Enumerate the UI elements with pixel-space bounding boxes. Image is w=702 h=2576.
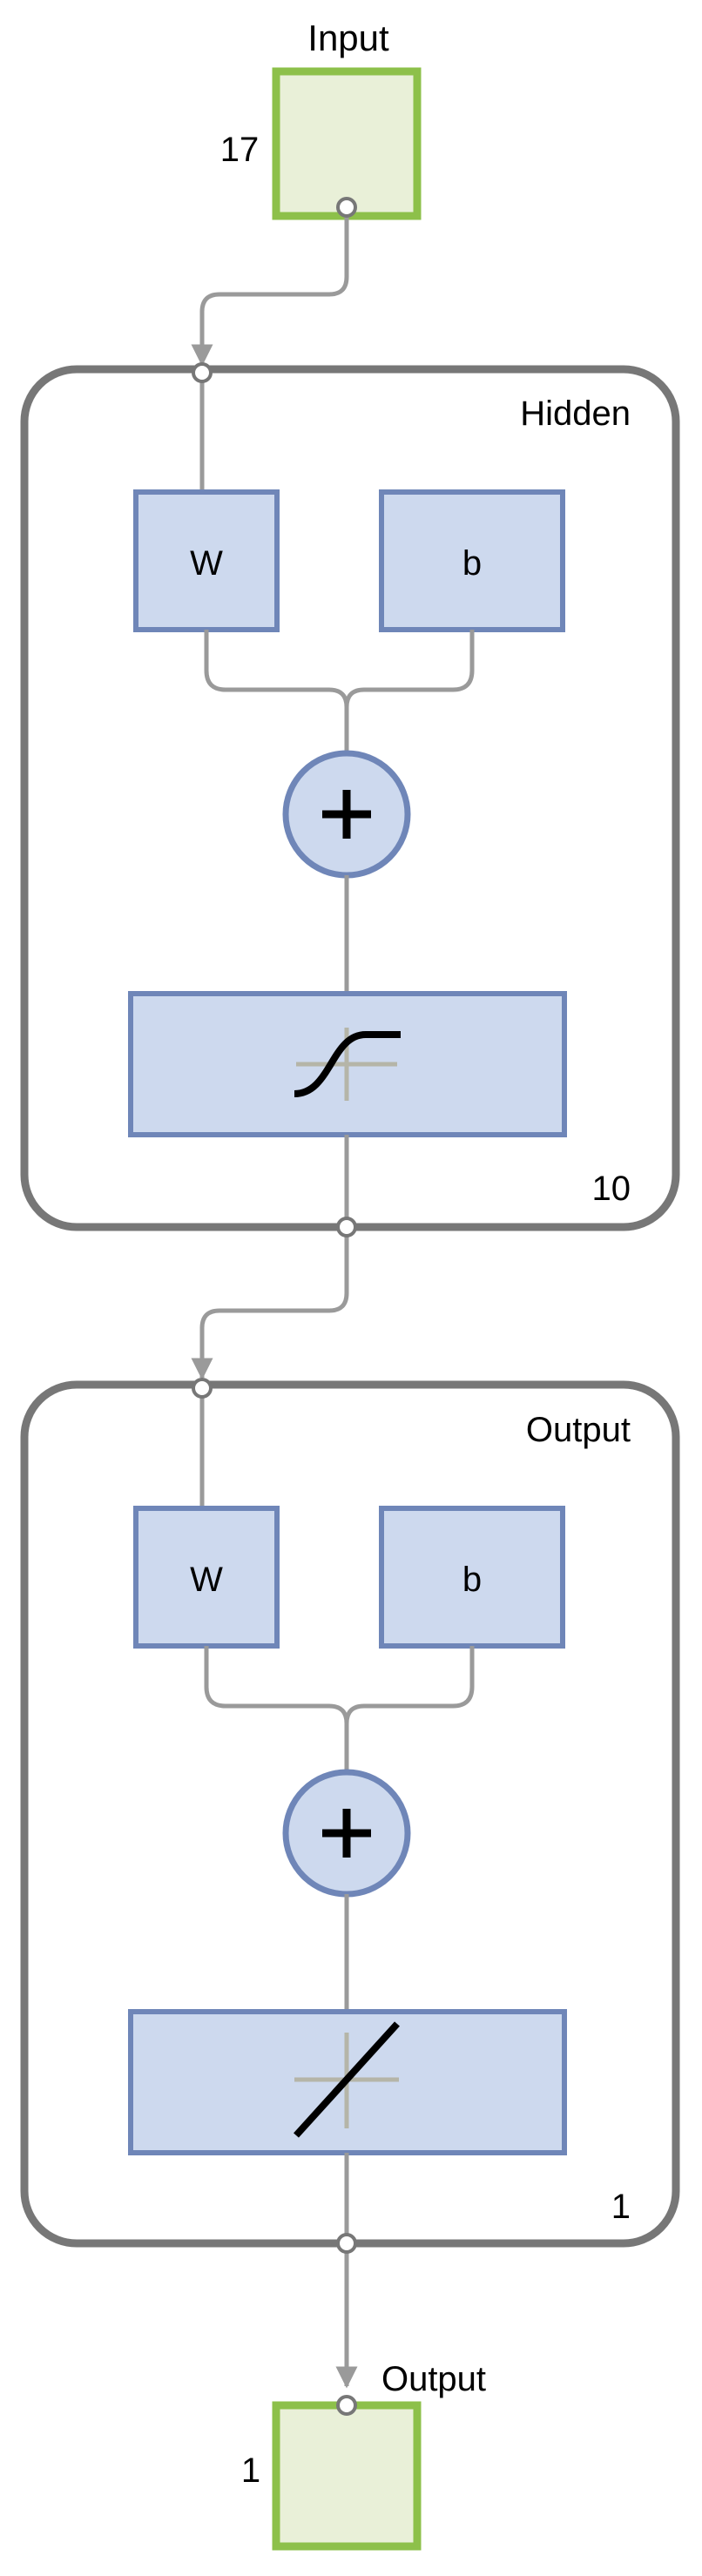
output-node: [272, 2401, 422, 2551]
output-size: 1: [241, 2451, 260, 2490]
hidden-bias-to-sum-wire: [344, 630, 475, 708]
output-layer-size: 1: [611, 2188, 631, 2226]
output-port: [336, 2395, 357, 2416]
output-layer-input-port: [192, 1378, 213, 1399]
output-layer-title: Output: [526, 1411, 631, 1449]
hidden-output-port: [336, 1217, 357, 1237]
output-bias-to-sum-wire: [344, 1646, 475, 1724]
hidden-weight-label: W: [190, 544, 223, 583]
hidden-layer-size: 10: [592, 1170, 631, 1208]
plus-icon: [322, 790, 371, 839]
output-weight-block: [133, 1506, 280, 1649]
sigmoid-icon: [294, 1028, 401, 1101]
input-title: Input: [307, 17, 389, 58]
hidden-weight-block: [133, 489, 280, 632]
hidden-layer-title: Hidden: [520, 394, 631, 433]
output-weight-label: W: [190, 1561, 223, 1599]
output-bias-label: b: [462, 1561, 482, 1599]
input-port: [336, 197, 357, 218]
output-layer-output-port: [336, 2233, 357, 2254]
linear-icon: [294, 2021, 400, 2138]
hidden-bias-label: b: [462, 544, 482, 583]
wire-hidden-to-output: [191, 1227, 349, 1380]
plus-icon: [322, 1809, 371, 1858]
input-size: 17: [220, 131, 260, 169]
wire-input-to-hidden: [191, 207, 349, 367]
hidden-input-port: [192, 362, 213, 383]
output-title: Output: [381, 2360, 486, 2398]
input-node: [272, 67, 422, 220]
output-bias-block: [379, 1506, 565, 1649]
